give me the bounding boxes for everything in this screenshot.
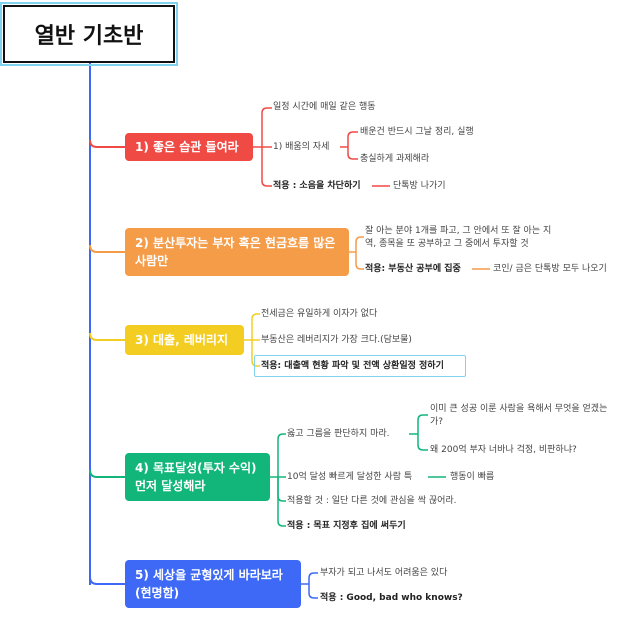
subtopic-organize-same-day[interactable]: 배운건 반드시 그날 정리, 실행 [360, 127, 474, 137]
topic-diversified-investing[interactable]: 2) 분산투자는 부자 혹은 현금흐름 많은 사람만 [125, 228, 349, 276]
subtopic-apply-good-bad[interactable]: 적용 : Good, bad who knows? [320, 593, 463, 603]
subtopic-leave-coin-gold-chats[interactable]: 코인/ 금은 단톡방 모두 나오기 [493, 264, 607, 274]
subtopic-fast-action[interactable]: 행동이 빠름 [450, 472, 495, 482]
subtopic-criticizing-success-line2[interactable]: 가? [430, 417, 444, 427]
subtopic-do-not-judge[interactable]: 옳고 그름을 판단하지 마라. [287, 429, 390, 439]
subtopic-apply-real-estate[interactable]: 적용: 부동산 공부에 집중 [365, 264, 461, 274]
subtopic-cut-other-interests[interactable]: 적용할 것 : 일단 다른 것에 관심을 싹 끊어라. [287, 496, 457, 506]
subtopic-learning-attitude[interactable]: 1) 배움의 자세 [273, 142, 330, 152]
subtopic-focus-one-field-line1[interactable]: 잘 아는 분야 1개를 파고, 그 안에서 또 잘 아는 지 [365, 226, 552, 236]
topic-good-habits[interactable]: 1) 좋은 습관 들여라 [125, 133, 253, 161]
subtopic-apply-block-noise[interactable]: 적용 : 소음을 차단하기 [273, 181, 361, 191]
subtopic-fast-achiever-trait[interactable]: 10억 달성 빠르게 달성한 사람 특 [287, 472, 413, 482]
subtopic-real-estate-leverage[interactable]: 부동산은 레버리지가 가장 크다.(담보물) [261, 335, 412, 345]
subtopic-criticizing-success-line1[interactable]: 이미 큰 성공 이룬 사람을 욕해서 무엇을 얻겠는 [430, 404, 608, 414]
topic-achieve-goal-first[interactable]: 4) 목표달성(투자 수익) 먼저 달성해라 [125, 453, 270, 501]
topic-loan-leverage[interactable]: 3) 대출, 레버리지 [125, 325, 244, 355]
subtopic-hardship-after-rich[interactable]: 부자가 되고 나서도 어려움은 있다 [320, 568, 448, 578]
selected-node-frame [254, 355, 466, 377]
topic-balanced-view[interactable]: 5) 세상을 균형있게 바라보라 (현명함) [125, 560, 301, 608]
root-topic[interactable]: 열반 기초반 [0, 2, 178, 66]
subtopic-do-homework[interactable]: 충실하게 과제해라 [360, 154, 430, 164]
subtopic-why-worry-rich[interactable]: 왜 200억 부자 너바나 걱정, 비판하냐? [430, 445, 577, 455]
subtopic-leave-group-chat[interactable]: 단톡방 나가기 [393, 181, 446, 191]
subtopic-same-action-daily[interactable]: 일정 시간에 매일 같은 행동 [273, 102, 376, 112]
subtopic-focus-one-field-line2[interactable]: 역, 종목을 또 공부하고 그 중에서 투자할 것 [365, 239, 529, 249]
subtopic-apply-loan-repayment[interactable]: 적용: 대출액 현황 파악 및 전액 상환일정 정하기 [261, 361, 444, 371]
subtopic-apply-write-goal[interactable]: 적용 : 목표 지정후 집에 써두기 [287, 521, 406, 531]
subtopic-jeonse-no-interest[interactable]: 전세금은 유일하게 이자가 없다 [261, 309, 378, 319]
